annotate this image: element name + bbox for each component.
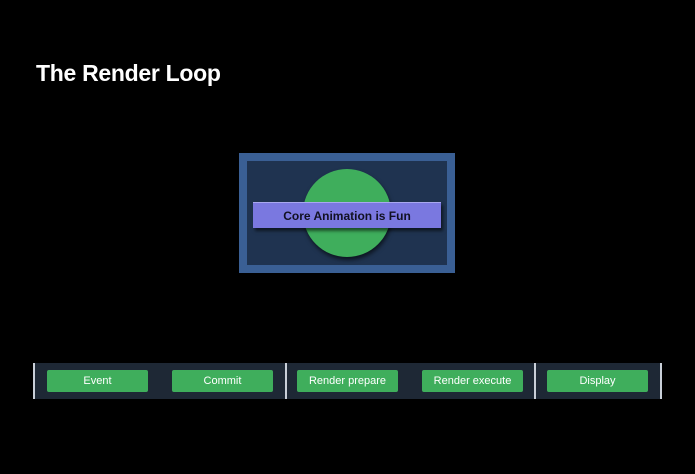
stage-commit: Commit [172, 370, 273, 392]
demo-layer-frame: Core Animation is Fun [239, 153, 455, 273]
pipeline-divider-end [660, 363, 662, 399]
stage-display: Display [547, 370, 648, 392]
slide-title: The Render Loop [36, 60, 221, 86]
pipeline-divider-start [33, 363, 35, 399]
demo-banner-layer: Core Animation is Fun [253, 202, 441, 228]
render-loop-pipeline: Event Commit Render prepare Render execu… [33, 363, 662, 399]
pipeline-divider-render [534, 363, 536, 399]
stage-render-prepare: Render prepare [297, 370, 398, 392]
stage-render-execute: Render execute [422, 370, 523, 392]
stage-event: Event [47, 370, 148, 392]
pipeline-divider-app [285, 363, 287, 399]
